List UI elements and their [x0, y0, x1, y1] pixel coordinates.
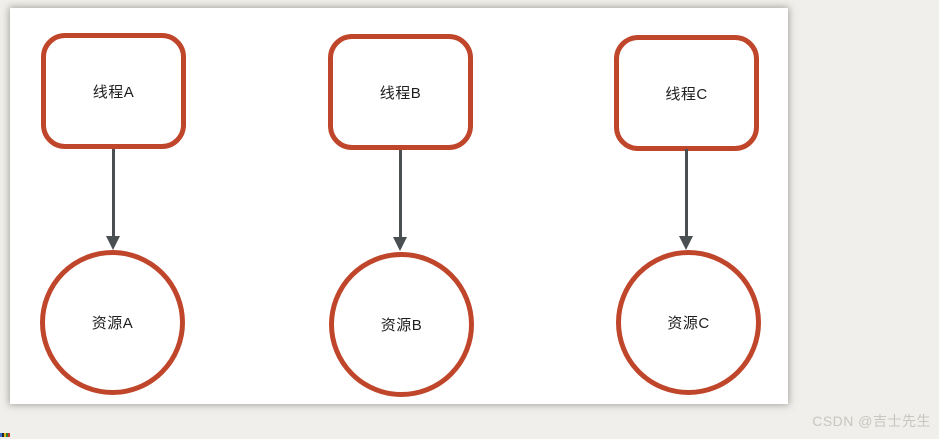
- resource-node-c: 资源C: [616, 250, 761, 395]
- thread-node-c: 线程C: [614, 35, 759, 151]
- arrow-b: [393, 150, 407, 251]
- thread-node-b-label: 线程B: [379, 84, 422, 102]
- resource-node-a: 资源A: [40, 250, 185, 395]
- resource-node-b-label: 资源B: [380, 317, 423, 334]
- resource-node-b: 资源B: [329, 252, 474, 397]
- pixel-artifact: [0, 433, 10, 437]
- arrow-b-stem: [398, 150, 402, 237]
- arrow-c-stem: [684, 149, 688, 236]
- arrow-down-icon: [106, 236, 120, 250]
- thread-node-c-label: 线程C: [665, 85, 708, 103]
- arrow-a-stem: [111, 149, 115, 236]
- thread-node-a-label: 线程A: [92, 83, 135, 101]
- arrow-down-icon: [393, 237, 407, 251]
- diagram-canvas: 线程A 资源A 线程B 资源B 线程C: [10, 8, 788, 404]
- arrow-a: [106, 149, 120, 250]
- arrow-down-icon: [679, 236, 693, 250]
- thread-node-a: 线程A: [41, 33, 186, 149]
- resource-node-a-label: 资源A: [91, 315, 134, 332]
- thread-node-b: 线程B: [328, 34, 473, 150]
- watermark: CSDN @吉士先生: [812, 413, 931, 429]
- resource-node-c-label: 资源C: [667, 315, 710, 332]
- arrow-c: [679, 149, 693, 250]
